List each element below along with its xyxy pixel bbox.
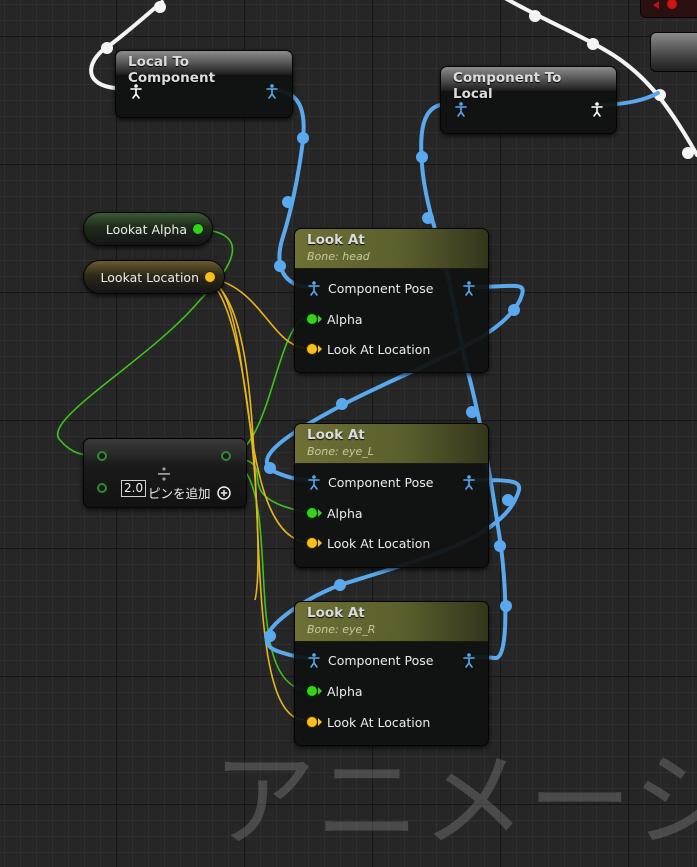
vector-input-pin-icon[interactable] (307, 538, 317, 548)
pin-arrow-icon (318, 539, 322, 547)
node-title: Look At (307, 232, 365, 248)
pin-label: Component Pose (328, 280, 434, 296)
person-pose-icon[interactable] (461, 473, 477, 491)
look-at-eye-r-node[interactable]: Look At Bone: eye_R Component Pose Alpha… (294, 601, 489, 746)
local-to-component-node[interactable]: Local To Component (115, 50, 293, 118)
node-subtitle: Bone: head (307, 250, 370, 263)
person-pose-icon[interactable] (453, 100, 469, 118)
float-input-pin-icon[interactable] (307, 314, 317, 324)
pin-arrow-icon (318, 718, 322, 726)
alpha-pin-row[interactable]: Alpha (307, 310, 363, 328)
add-pin-button[interactable]: ピンを追加 (148, 483, 231, 502)
offscreen-node-red[interactable] (640, 0, 697, 18)
look-at-eye-l-node[interactable]: Look At Bone: eye_L Component Pose Alpha… (294, 423, 489, 568)
input-b-pin-icon[interactable] (97, 483, 107, 493)
vector-output-pin-icon[interactable] (205, 272, 215, 282)
variable-label: Lookat Alpha (105, 221, 187, 237)
lookat-alpha-variable[interactable]: Lookat Alpha (83, 212, 213, 246)
pin-arrow-icon (318, 315, 322, 323)
triangle-icon (653, 1, 659, 9)
component-pose-pin-row[interactable]: Component Pose (306, 473, 434, 491)
red-pin-icon[interactable] (667, 0, 677, 9)
pin-label: Look At Location (327, 714, 431, 730)
pin-arrow-icon (318, 345, 322, 353)
node-title: Look At (307, 427, 365, 443)
component-pose-pin-row[interactable]: Component Pose (306, 651, 434, 669)
person-pose-icon[interactable] (128, 82, 144, 100)
float-input-pin-icon[interactable] (307, 686, 317, 696)
person-pose-icon[interactable] (306, 279, 322, 297)
node-header: Look At Bone: head (295, 229, 488, 269)
white-wire-beads (101, 1, 694, 159)
add-pin-label: ピンを追加 (148, 486, 211, 501)
pin-label: Look At Location (327, 341, 431, 357)
offscreen-node[interactable] (650, 32, 697, 72)
pin-label: Alpha (327, 311, 363, 327)
lookat-location-variable[interactable]: Lookat Location (83, 260, 225, 294)
divisor-value-field[interactable]: 2.0 (121, 480, 147, 497)
node-title: Look At (307, 605, 365, 621)
input-a-pin-icon[interactable] (97, 451, 107, 461)
vector-input-pin-icon[interactable] (307, 717, 317, 727)
node-header: Look At Bone: eye_R (295, 602, 488, 642)
component-pose-pin-row[interactable]: Component Pose (306, 279, 434, 297)
pin-arrow-icon (318, 687, 322, 695)
person-pose-icon[interactable] (589, 100, 605, 118)
look-at-head-node[interactable]: Look At Bone: head Component Pose Alpha … (294, 228, 489, 373)
output-pin-icon[interactable] (221, 451, 231, 461)
float-input-pin-icon[interactable] (307, 508, 317, 518)
pin-label: Alpha (327, 505, 363, 521)
node-title: Component To Local (441, 67, 616, 102)
person-pose-icon[interactable] (461, 279, 477, 297)
pin-label: Look At Location (327, 535, 431, 551)
node-header: Look At Bone: eye_L (295, 424, 488, 464)
pose-wires (264, 88, 660, 660)
node-subtitle: Bone: eye_L (307, 445, 374, 458)
pin-label: Component Pose (328, 652, 434, 668)
divide-node[interactable]: 2.0 ピンを追加 (83, 438, 247, 508)
person-pose-icon[interactable] (264, 82, 280, 100)
alpha-pin-row[interactable]: Alpha (307, 504, 363, 522)
wire-layer (56, 0, 697, 721)
vector-input-pin-icon[interactable] (307, 344, 317, 354)
person-pose-icon[interactable] (306, 651, 322, 669)
alpha-pin-row[interactable]: Alpha (307, 682, 363, 700)
pin-arrow-icon (318, 509, 322, 517)
node-subtitle: Bone: eye_R (307, 623, 376, 636)
person-pose-icon[interactable] (461, 651, 477, 669)
look-at-location-pin-row[interactable]: Look At Location (307, 534, 430, 552)
float-output-pin-icon[interactable] (193, 224, 203, 234)
component-to-local-node[interactable]: Component To Local (440, 66, 617, 134)
plus-circle-icon (216, 485, 231, 500)
look-at-location-pin-row[interactable]: Look At Location (307, 340, 430, 358)
pin-label: Component Pose (328, 474, 434, 490)
node-title: Local To Component (116, 51, 292, 86)
pose-wire-beads (264, 132, 520, 642)
variable-label: Lookat Location (100, 269, 199, 285)
pin-label: Alpha (327, 683, 363, 699)
person-pose-icon[interactable] (306, 473, 322, 491)
look-at-location-pin-row[interactable]: Look At Location (307, 713, 430, 731)
divide-icon (158, 467, 170, 481)
